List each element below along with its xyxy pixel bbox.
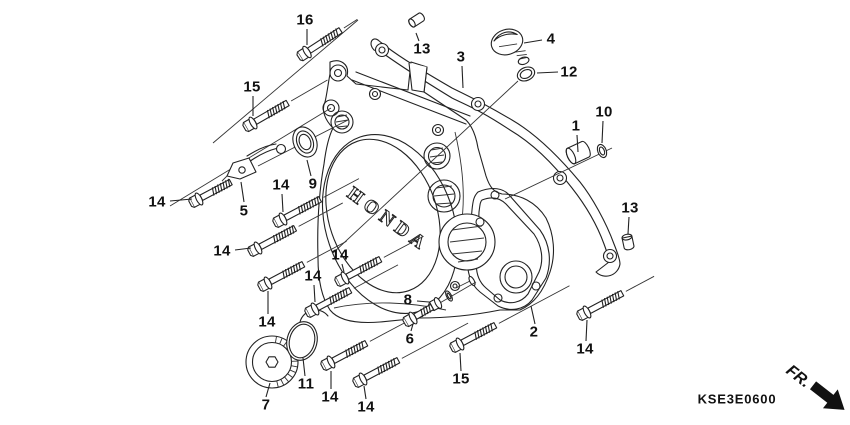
callout-label-14: 14 bbox=[213, 242, 231, 260]
oil-filler-cap-4 bbox=[490, 28, 530, 66]
leader-lines bbox=[169, 29, 630, 400]
hex-flange-bolt-14 bbox=[352, 322, 469, 388]
hex-flange-bolt-14 bbox=[257, 240, 347, 292]
hex-flange-bolt-14 bbox=[247, 202, 343, 257]
callout-label-2: 2 bbox=[529, 323, 539, 341]
callout-label-12: 12 bbox=[560, 63, 578, 81]
callout-label-11: 11 bbox=[297, 375, 315, 393]
front-direction-indicator: FR. bbox=[783, 362, 845, 410]
callout-label-14: 14 bbox=[357, 398, 375, 416]
callout-label-14: 14 bbox=[304, 267, 322, 285]
crankcase-cover-art: HONDA bbox=[299, 60, 555, 324]
diagram-code: KSE3E0600 bbox=[697, 391, 777, 407]
o-ring-12 bbox=[516, 66, 536, 82]
hex-flange-bolt-14 bbox=[188, 178, 233, 208]
callout-label-4: 4 bbox=[546, 30, 556, 48]
bushing-1 bbox=[565, 140, 591, 165]
bolt-layer bbox=[188, 18, 655, 388]
hex-flange-bolt-14 bbox=[334, 235, 424, 287]
washer-10 bbox=[596, 143, 608, 159]
callout-label-14: 14 bbox=[321, 388, 339, 406]
callout-label-16: 16 bbox=[296, 11, 314, 29]
front-label: FR. bbox=[783, 362, 814, 391]
hex-flange-bolt-14 bbox=[576, 275, 655, 321]
hex-flange-bolt-15 bbox=[449, 285, 570, 353]
callout-label-3: 3 bbox=[456, 48, 466, 66]
washer-8 bbox=[445, 290, 453, 302]
callout-label-14: 14 bbox=[576, 340, 594, 358]
callout-label-13: 13 bbox=[413, 40, 431, 58]
hex-flange-bolt-6 bbox=[402, 303, 435, 328]
callout-label-5: 5 bbox=[239, 202, 249, 220]
hex-flange-bolt-14 bbox=[304, 264, 399, 318]
front-arrow-icon bbox=[809, 381, 845, 410]
callout-label-8: 8 bbox=[403, 291, 413, 309]
hex-flange-bolt-16 bbox=[296, 18, 358, 62]
assembly-axis-lines bbox=[169, 19, 613, 323]
callout-label-15: 15 bbox=[452, 370, 470, 388]
callout-label-15: 15 bbox=[243, 78, 261, 96]
callout-label-14: 14 bbox=[331, 246, 349, 264]
callout-label-14: 14 bbox=[272, 176, 290, 194]
dowel-pin-top-13 bbox=[408, 12, 425, 28]
callout-label-9: 9 bbox=[308, 175, 318, 193]
callout-label-14: 14 bbox=[148, 193, 166, 211]
callout-label-6: 6 bbox=[405, 330, 415, 348]
callout-label-13: 13 bbox=[621, 199, 639, 217]
callout-label-7: 7 bbox=[261, 396, 271, 414]
o-ring-11 bbox=[286, 321, 318, 361]
clamp-bracket-5 bbox=[221, 143, 287, 182]
hex-flange-bolt-14 bbox=[272, 178, 360, 228]
gasket-art bbox=[370, 38, 621, 277]
hex-flange-bolt-15 bbox=[242, 79, 328, 133]
callout-label-10: 10 bbox=[595, 103, 613, 121]
oil-seal-9 bbox=[292, 126, 318, 158]
callout-label-14: 14 bbox=[258, 313, 276, 331]
callout-label-1: 1 bbox=[571, 117, 581, 135]
dowel-pin-right-13 bbox=[621, 233, 635, 251]
